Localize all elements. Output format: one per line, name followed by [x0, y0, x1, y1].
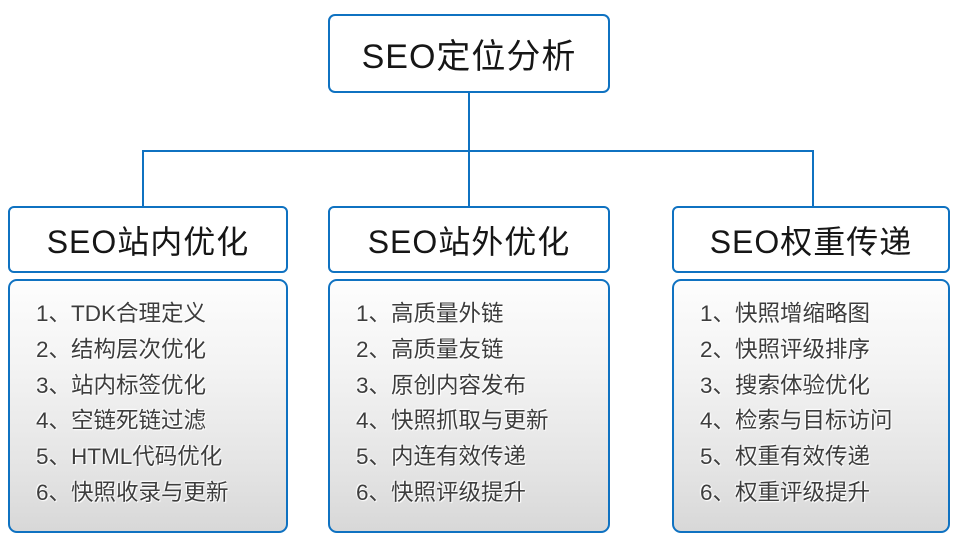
onsite-list-box: 1、TDK合理定义 2、结构层次优化 3、站内标签优化 4、空链死链过滤 5、H…: [8, 279, 288, 533]
list-item: 2、高质量友链: [356, 336, 504, 362]
connector-drop-center-line: [468, 150, 470, 207]
list-item: 3、搜索体验优化: [700, 372, 871, 398]
connector-crossbar-line: [142, 150, 814, 152]
list-item: 3、原创内容发布: [356, 372, 527, 398]
list-item: 5、权重有效传递: [700, 444, 871, 470]
list-item: 2、快照评级排序: [700, 336, 871, 362]
offsite-list-box: 1、高质量外链 2、高质量友链 3、原创内容发布 4、快照抓取与更新 5、内连有…: [328, 279, 610, 533]
list-item: 4、快照抓取与更新: [356, 408, 549, 434]
root-node-title: SEO定位分析: [361, 38, 577, 76]
list-item: 5、HTML代码优化: [36, 444, 223, 470]
list-item: 3、站内标签优化: [36, 372, 207, 398]
list-item: 5、内连有效传递: [356, 444, 527, 470]
connector-drop-right-line: [812, 150, 814, 207]
connector-drop-left-line: [142, 150, 144, 207]
onsite-header-box: SEO站内优化: [8, 206, 288, 273]
weight-header-label: SEO权重传递: [709, 223, 913, 260]
onsite-header-label: SEO站内优化: [46, 223, 250, 260]
list-item: 6、权重评级提升: [700, 479, 871, 505]
list-item: 6、快照收录与更新: [36, 479, 229, 505]
list-item: 6、快照评级提升: [356, 479, 527, 505]
list-item: 4、空链死链过滤: [36, 408, 207, 434]
offsite-header-label: SEO站外优化: [367, 223, 571, 260]
root-node: SEO定位分析: [328, 14, 610, 93]
list-item: 1、快照增缩略图: [700, 301, 871, 326]
offsite-header-box: SEO站外优化: [328, 206, 610, 273]
connector-trunk-line: [468, 93, 470, 152]
list-item: 1、TDK合理定义: [36, 301, 207, 326]
list-item: 1、高质量外链: [356, 301, 504, 326]
weight-header-box: SEO权重传递: [672, 206, 950, 273]
list-item: 2、结构层次优化: [36, 336, 207, 362]
weight-list-box: 1、快照增缩略图 2、快照评级排序 3、搜索体验优化 4、检索与目标访问 5、权…: [672, 279, 950, 533]
list-item: 4、检索与目标访问: [700, 408, 893, 434]
